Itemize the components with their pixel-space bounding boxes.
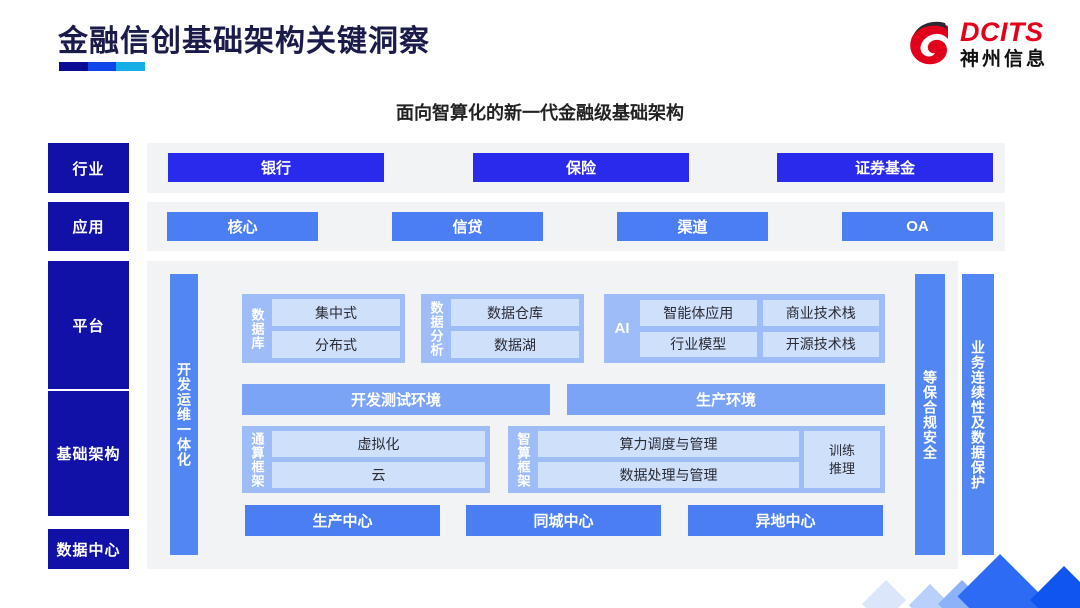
rail-devops-integration[interactable]: 开发运维一体化 bbox=[170, 274, 198, 555]
page-title: 金融信创基础架构关键洞察 bbox=[58, 25, 430, 58]
sidebar-label: 数据中心 bbox=[56, 541, 121, 559]
chip-label: OA bbox=[906, 218, 929, 235]
group-intelligent-compute-framework[interactable]: 智算框架 算力调度与管理 数据处理与管理 训练 推理 bbox=[508, 426, 885, 493]
chip-label: 异地中心 bbox=[755, 513, 816, 530]
sidebar-item-industry[interactable]: 行业 bbox=[48, 143, 129, 193]
tile-industry-model[interactable]: 行业模型 bbox=[640, 331, 757, 357]
chip-label: 证券基金 bbox=[854, 160, 915, 177]
sidebar-item-application[interactable]: 应用 bbox=[48, 202, 129, 251]
chip-label: 银行 bbox=[260, 160, 291, 177]
industry-chip-securities-fund[interactable]: 证券基金 bbox=[777, 153, 993, 182]
rail-label: 业务连续性及数据保护 bbox=[970, 339, 986, 490]
group-label: 数据分析 bbox=[428, 300, 444, 357]
chip-label: 核心 bbox=[227, 219, 258, 236]
application-chip-core[interactable]: 核心 bbox=[167, 212, 318, 241]
chip-label: 渠道 bbox=[677, 219, 708, 236]
tile-centralized[interactable]: 集中式 bbox=[272, 299, 400, 326]
group-label: 智算框架 bbox=[515, 431, 531, 488]
logo-text-en: DCITS bbox=[959, 17, 1044, 47]
chip-label: 信贷 bbox=[452, 219, 483, 236]
rail-label: 等保合规安全 bbox=[922, 369, 938, 460]
diagram-subtitle: 面向智算化的新一代金融级基础架构 bbox=[396, 103, 684, 123]
industry-chip-insurance[interactable]: 保险 bbox=[473, 153, 689, 182]
group-general-compute-framework[interactable]: 通算框架 虚拟化 云 bbox=[242, 426, 490, 493]
env-bar-dev-test[interactable]: 开发测试环境 bbox=[242, 384, 550, 415]
rail-business-continuity[interactable]: 业务连续性及数据保护 bbox=[962, 274, 994, 555]
sidebar-label: 平台 bbox=[72, 317, 105, 335]
tile-data-processing[interactable]: 数据处理与管理 bbox=[538, 462, 799, 488]
logo-text-cn: 神州信息 bbox=[959, 49, 1048, 70]
chip-label: 生产中心 bbox=[312, 513, 373, 530]
tile-distributed[interactable]: 分布式 bbox=[272, 331, 400, 358]
tile-data-lake[interactable]: 数据湖 bbox=[451, 331, 579, 358]
tile-data-warehouse[interactable]: 数据仓库 bbox=[451, 299, 579, 326]
datacenter-chip-remote[interactable]: 异地中心 bbox=[688, 505, 883, 536]
brand-logo: DCITS 神州信息 bbox=[907, 18, 1048, 70]
tile-training-inference[interactable]: 训练 推理 bbox=[804, 431, 880, 488]
industry-chip-bank[interactable]: 银行 bbox=[168, 153, 384, 182]
group-data-analytics[interactable]: 数据分析 数据仓库 数据湖 bbox=[421, 294, 584, 363]
group-label: AI bbox=[614, 320, 630, 337]
env-bar-production[interactable]: 生产环境 bbox=[567, 384, 885, 415]
tile-opensource-tech-stack[interactable]: 开源技术栈 bbox=[762, 331, 879, 357]
group-database[interactable]: 数据库 集中式 分布式 bbox=[242, 294, 405, 363]
tile-agent-application[interactable]: 智能体应用 bbox=[640, 300, 757, 326]
sidebar-item-platform[interactable]: 平台 bbox=[48, 261, 129, 389]
inference-label: 推理 bbox=[828, 460, 855, 476]
sidebar-label: 行业 bbox=[72, 160, 105, 178]
application-chip-credit[interactable]: 信贷 bbox=[392, 212, 543, 241]
training-label: 训练 bbox=[828, 442, 855, 458]
datacenter-chip-production[interactable]: 生产中心 bbox=[245, 505, 440, 536]
dcits-swirl-icon bbox=[907, 18, 953, 70]
rail-label: 开发运维一体化 bbox=[176, 362, 192, 467]
datacenter-chip-metro[interactable]: 同城中心 bbox=[466, 505, 661, 536]
tile-compute-scheduling[interactable]: 算力调度与管理 bbox=[538, 431, 799, 457]
title-underline bbox=[59, 62, 146, 71]
sidebar-item-infrastructure[interactable]: 基础架构 bbox=[48, 391, 129, 516]
group-ai[interactable]: AI 智能体应用 商业技术栈 行业模型 开源技术栈 bbox=[604, 294, 885, 363]
tile-virtualization[interactable]: 虚拟化 bbox=[272, 431, 485, 457]
group-label: 数据库 bbox=[249, 307, 265, 350]
sidebar-item-datacenter[interactable]: 数据中心 bbox=[48, 529, 129, 569]
chip-label: 保险 bbox=[565, 160, 596, 177]
application-chip-oa[interactable]: OA bbox=[842, 212, 993, 241]
sidebar-label: 基础架构 bbox=[56, 446, 121, 463]
env-bar-label: 生产环境 bbox=[695, 392, 756, 409]
group-label: 通算框架 bbox=[249, 431, 265, 488]
rail-compliance-security[interactable]: 等保合规安全 bbox=[915, 274, 945, 555]
tile-commercial-tech-stack[interactable]: 商业技术栈 bbox=[762, 300, 879, 326]
env-bar-label: 开发测试环境 bbox=[350, 392, 441, 409]
application-chip-channel[interactable]: 渠道 bbox=[617, 212, 768, 241]
chip-label: 同城中心 bbox=[533, 513, 594, 530]
sidebar-label: 应用 bbox=[72, 219, 105, 236]
tile-cloud[interactable]: 云 bbox=[272, 462, 485, 488]
